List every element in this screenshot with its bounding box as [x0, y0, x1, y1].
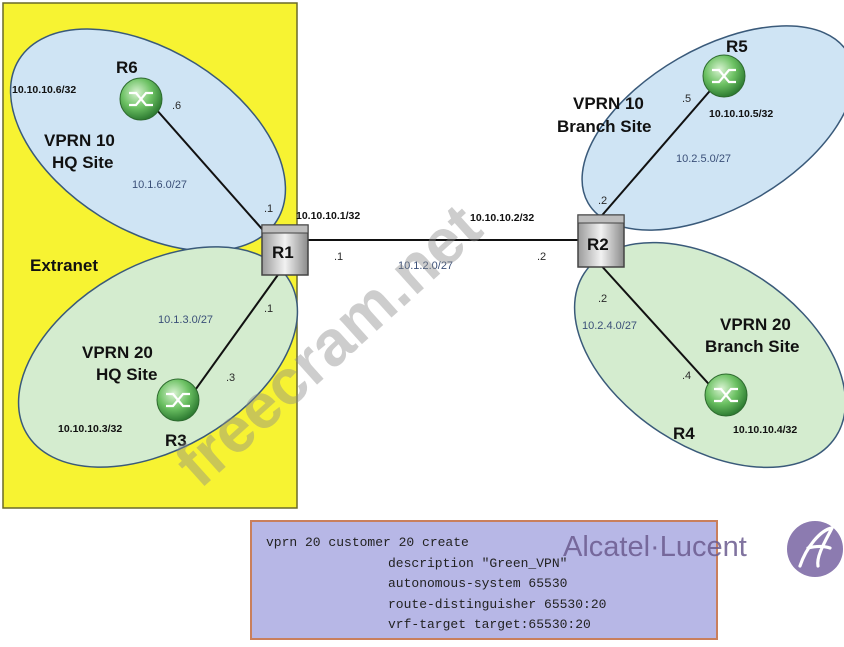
router-r4-icon[interactable]: [704, 373, 748, 417]
router-r4-label: R4: [673, 424, 695, 443]
config-box: vprn 20 customer 20 create description "…: [250, 520, 718, 640]
subnet-r2-r5: 10.2.5.0/27: [676, 153, 731, 165]
config-line: vrf-target target:65530:20: [388, 617, 591, 632]
site-br10-line1: VPRN 10: [573, 94, 644, 113]
subnet-r1-r3: 10.1.3.0/27: [158, 314, 213, 326]
loopback-r5: 10.10.10.5/32: [709, 108, 773, 120]
extranet-label: Extranet: [30, 256, 98, 275]
subnet-r1-r6: 10.1.6.0/27: [132, 179, 187, 191]
router-r2-label: R2: [587, 235, 609, 254]
if-r1-r3-b: .3: [226, 372, 235, 384]
loopback-r2: 10.10.10.2/32: [470, 212, 534, 224]
loopback-r1: 10.10.10.1/32: [296, 210, 360, 222]
router-r5-icon[interactable]: [702, 54, 746, 98]
loopback-r4: 10.10.10.4/32: [733, 424, 797, 436]
config-line: vprn 20 customer 20 create: [266, 535, 469, 550]
link-r2-r4: [597, 261, 717, 393]
if-r1-r6-b: .6: [172, 100, 181, 112]
if-r1-r6-a: .1: [264, 203, 273, 215]
loopback-r6: 10.10.10.6/32: [12, 84, 76, 96]
if-r1-r2-b: .2: [537, 251, 546, 263]
config-line: autonomous-system 65530: [388, 576, 568, 591]
config-line: description "Green_VPN": [388, 555, 568, 571]
site-br20-ellipse: [573, 241, 844, 469]
router-r6-label: R6: [116, 58, 138, 77]
brand-wordmark: Alcatel·Lucent: [563, 531, 747, 563]
router-r1-label: R1: [272, 243, 294, 262]
site-hq10-line1: VPRN 10: [44, 131, 115, 150]
router-r3-icon[interactable]: [156, 378, 200, 422]
site-br20-line1: VPRN 20: [720, 315, 791, 334]
link-r1-r3: [187, 264, 286, 401]
if-r1-r2-a: .1: [334, 251, 343, 263]
site-hq10-line2: HQ Site: [52, 153, 113, 172]
subnet-r1-r2: 10.1.2.0/27: [398, 260, 453, 272]
config-line: route-distinguisher 65530:20: [388, 596, 607, 612]
site-hq10-ellipse: [9, 28, 287, 252]
router-r1-icon[interactable]: [261, 224, 309, 276]
site-br10-line2: Branch Site: [557, 117, 651, 136]
site-hq20-line1: VPRN 20: [82, 343, 153, 362]
if-r2-r5-a: .2: [598, 195, 607, 207]
site-hq20-line2: HQ Site: [96, 365, 157, 384]
subnet-r2-r4: 10.2.4.0/27: [582, 320, 637, 332]
if-r2-r4-b: .4: [682, 370, 691, 382]
if-r2-r4-a: .2: [598, 293, 607, 305]
site-hq20-ellipse: [17, 246, 299, 468]
link-r2-r5: [597, 84, 716, 221]
if-r1-r3-a: .1: [264, 303, 273, 315]
site-br10-ellipse: [581, 25, 844, 231]
router-r2-icon[interactable]: [577, 214, 625, 268]
if-r2-r5-b: .5: [682, 93, 691, 105]
loopback-r3: 10.10.10.3/32: [58, 423, 122, 435]
router-r3-label: R3: [165, 431, 187, 450]
router-r5-label: R5: [726, 37, 748, 56]
router-r6-icon[interactable]: [119, 77, 163, 121]
site-br20-line2: Branch Site: [705, 337, 799, 356]
